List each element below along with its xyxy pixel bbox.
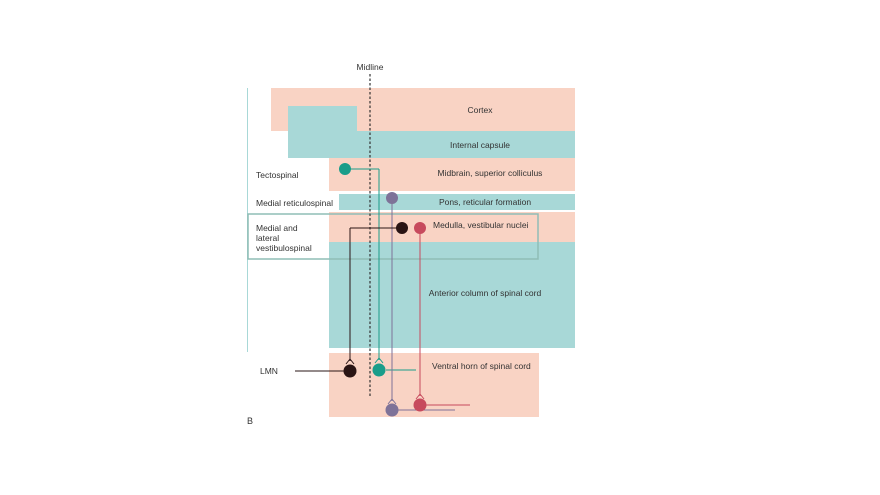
lateral-vestibulospinal-lmn bbox=[413, 398, 427, 412]
reticulospinal-neuron bbox=[386, 192, 398, 204]
lateral-vestibulospinal-pathway bbox=[413, 222, 470, 412]
ventral-horn-band bbox=[329, 353, 539, 417]
medial-reticulospinal-label: Medial reticulospinal bbox=[256, 198, 334, 208]
tectospinal-pathway bbox=[339, 163, 416, 377]
medulla-label: Medulla, vestibular nuclei bbox=[433, 220, 529, 230]
midbrain-label: Midbrain, superior colliculus bbox=[437, 168, 543, 178]
lmn-label: LMN bbox=[260, 366, 278, 376]
reticulospinal-lmn bbox=[385, 403, 399, 417]
reticulospinal-pathway bbox=[385, 192, 455, 417]
cortex-label: Cortex bbox=[467, 105, 493, 115]
vestibulospinal-box bbox=[247, 213, 539, 260]
medial-vestibulospinal-lmn bbox=[343, 364, 357, 378]
lateral-vestibular-neuron bbox=[414, 222, 426, 234]
anterior-column-label: Anterior column of spinal cord bbox=[428, 288, 542, 298]
internal-capsule-band-right bbox=[288, 131, 575, 158]
pons-label: Pons, reticular formation bbox=[438, 197, 532, 207]
tectospinal-label: Tectospinal bbox=[256, 170, 299, 180]
tectospinal-neuron bbox=[339, 163, 351, 175]
midline-label: Midline bbox=[356, 62, 384, 72]
medial-vestibular-neuron bbox=[396, 222, 408, 234]
ventral-horn-label: Ventral horn of spinal cord bbox=[432, 361, 531, 371]
medial-vestibulospinal-pathway bbox=[295, 222, 408, 378]
vestibulospinal-label: Medial and lateral vestibulospinal bbox=[256, 223, 312, 253]
internal-capsule-label: Internal capsule bbox=[449, 140, 510, 150]
tectospinal-lmn bbox=[372, 363, 386, 377]
panel-label: B bbox=[247, 416, 254, 426]
